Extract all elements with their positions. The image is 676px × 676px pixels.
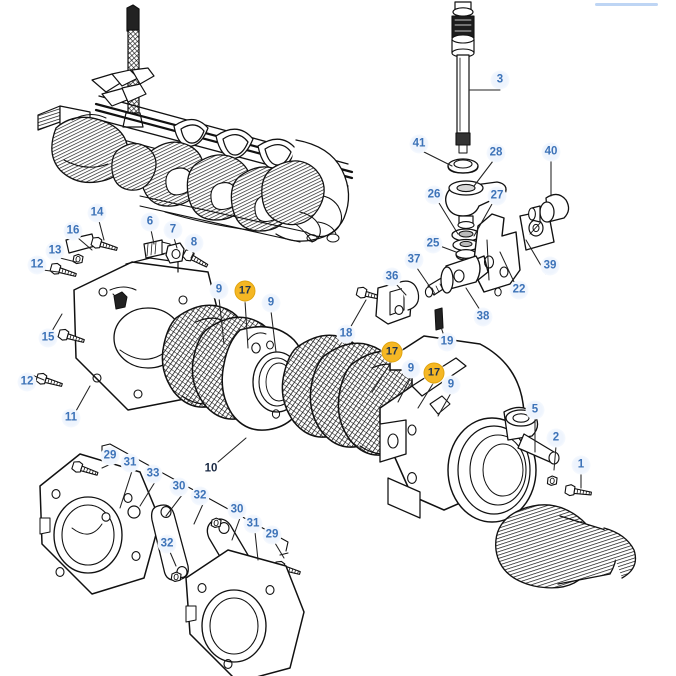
callout-32[interactable]: 32 xyxy=(190,486,210,506)
callout-6[interactable]: 6 xyxy=(140,212,160,232)
switch-body xyxy=(528,193,570,223)
callout-17[interactable]: 17 xyxy=(381,341,403,363)
callout-32[interactable]: 32 xyxy=(157,534,177,554)
callout-30[interactable]: 30 xyxy=(169,477,189,497)
callout-12[interactable]: 12 xyxy=(27,255,47,275)
callout-29[interactable]: 29 xyxy=(262,525,282,545)
callout-25[interactable]: 25 xyxy=(423,234,443,254)
callout-9[interactable]: 9 xyxy=(401,359,421,379)
callout-9[interactable]: 9 xyxy=(209,280,229,300)
main-brake-housing xyxy=(379,335,637,589)
callout-31[interactable]: 31 xyxy=(120,453,140,473)
gear-lever-column xyxy=(447,1,479,174)
callout-12[interactable]: 12 xyxy=(17,372,37,392)
callout-19[interactable]: 19 xyxy=(437,332,457,352)
callout-7[interactable]: 7 xyxy=(163,220,183,240)
callout-10[interactable]: 10 xyxy=(204,462,218,475)
callout-5[interactable]: 5 xyxy=(525,400,545,420)
callout-3[interactable]: 3 xyxy=(490,70,510,90)
callout-27[interactable]: 27 xyxy=(487,186,507,206)
callout-40[interactable]: 40 xyxy=(541,142,561,162)
callout-16[interactable]: 16 xyxy=(63,221,83,241)
brake-disc-stack xyxy=(161,304,426,456)
callout-11[interactable]: 11 xyxy=(61,408,81,428)
pivot-housing-stack xyxy=(445,180,507,273)
callout-9[interactable]: 9 xyxy=(261,293,281,313)
callout-36[interactable]: 36 xyxy=(382,267,402,287)
callout-29[interactable]: 29 xyxy=(100,446,120,466)
gearbox-cutaway-illustration xyxy=(37,4,354,243)
callout-41[interactable]: 41 xyxy=(409,134,429,154)
callout-15[interactable]: 15 xyxy=(38,328,58,348)
callout-31[interactable]: 31 xyxy=(243,514,263,534)
callout-9[interactable]: 9 xyxy=(441,375,461,395)
callout-17[interactable]: 17 xyxy=(423,362,445,384)
callout-14[interactable]: 14 xyxy=(87,203,107,223)
linkage-sub-assembly xyxy=(39,443,305,676)
callout-22[interactable]: 22 xyxy=(509,280,529,300)
callout-17[interactable]: 17 xyxy=(234,280,256,302)
callout-18[interactable]: 18 xyxy=(336,324,356,344)
callout-2[interactable]: 2 xyxy=(546,428,566,448)
callout-8[interactable]: 8 xyxy=(184,233,204,253)
detent-assembly xyxy=(355,255,481,331)
callout-1[interactable]: 1 xyxy=(571,455,591,475)
callout-39[interactable]: 39 xyxy=(540,256,560,276)
callout-30[interactable]: 30 xyxy=(227,500,247,520)
callout-28[interactable]: 28 xyxy=(486,143,506,163)
top-right-rule xyxy=(595,3,658,6)
callout-33[interactable]: 33 xyxy=(143,464,163,484)
callout-26[interactable]: 26 xyxy=(424,185,444,205)
callout-38[interactable]: 38 xyxy=(473,307,493,327)
callout-13[interactable]: 13 xyxy=(45,241,65,261)
callout-37[interactable]: 37 xyxy=(404,250,424,270)
leader-lines xyxy=(31,89,582,567)
